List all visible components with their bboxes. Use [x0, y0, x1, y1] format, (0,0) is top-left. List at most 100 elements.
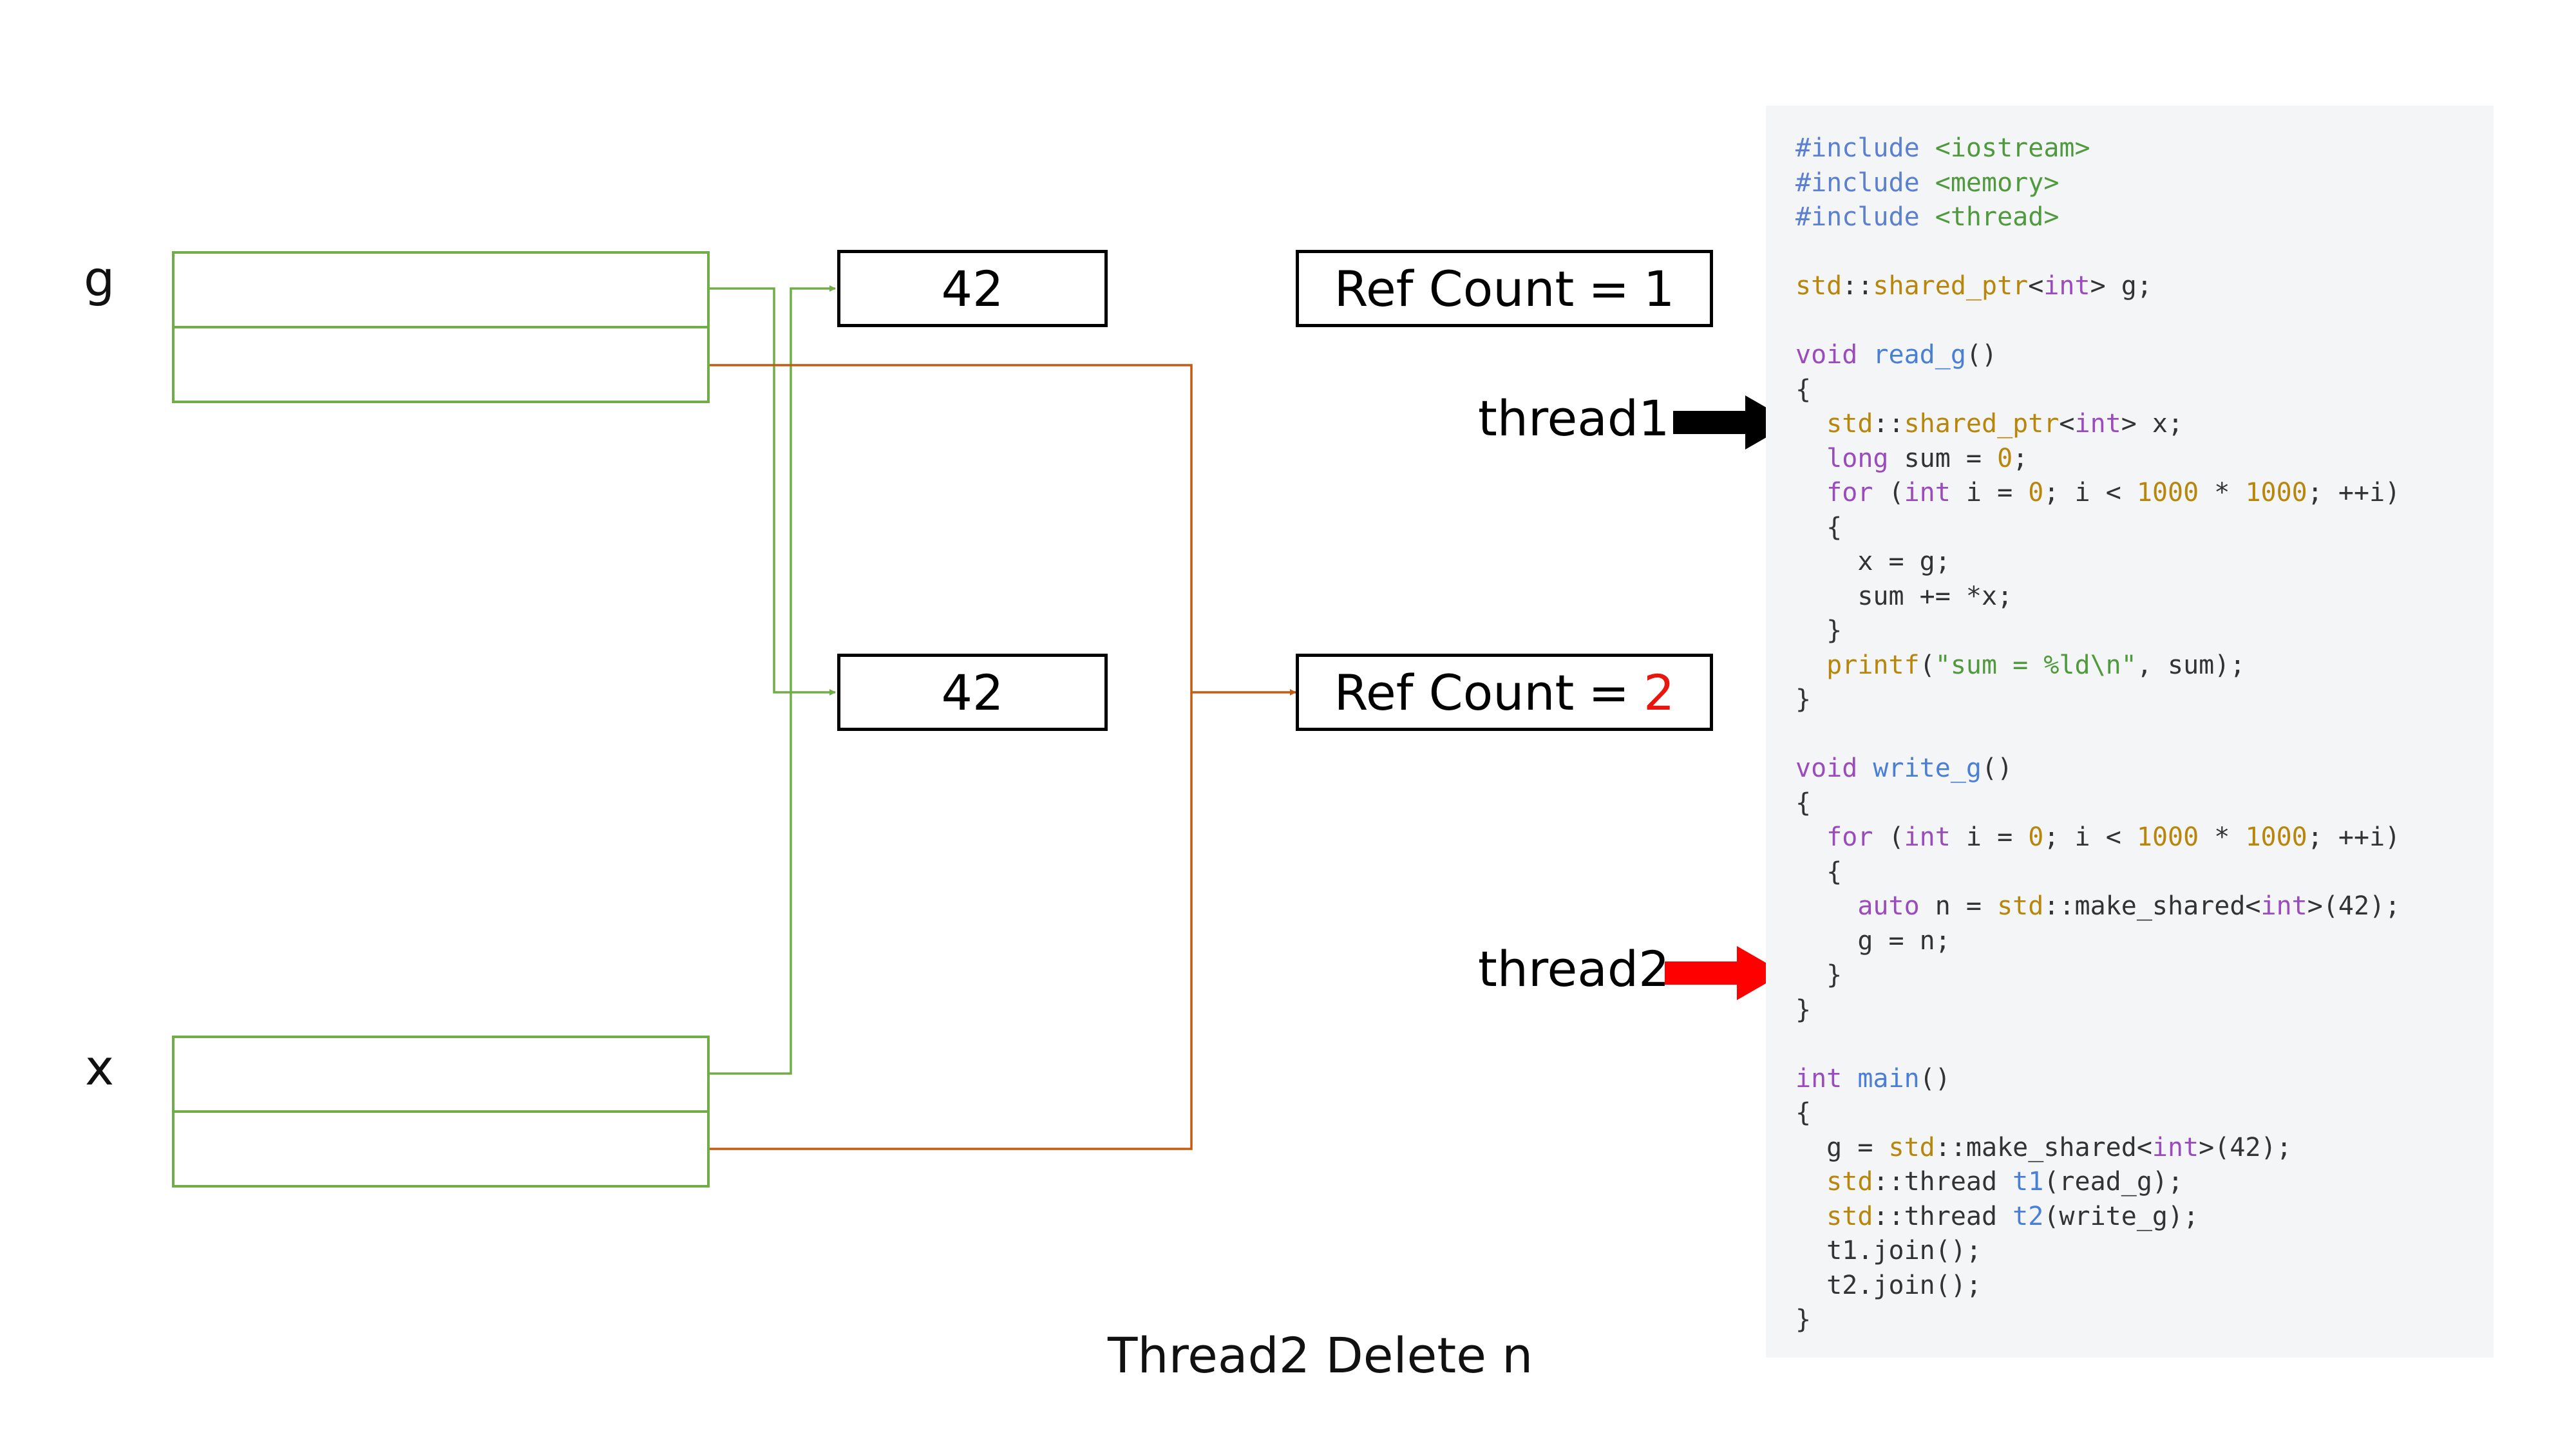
code-token: int — [1904, 822, 1951, 852]
code-line — [1795, 717, 2400, 752]
code-token: g = n; — [1795, 925, 1951, 956]
code-line: g = n; — [1795, 924, 2400, 959]
code-token: ( — [1873, 478, 1904, 507]
code-token: std — [1826, 1167, 1873, 1197]
code-token — [1920, 168, 1935, 198]
code-token: #include — [1795, 167, 1920, 198]
code-token — [1795, 444, 1826, 473]
code-line: } — [1795, 614, 2400, 649]
code-line: std::shared_ptr<int> g; — [1795, 269, 2400, 304]
refcount-top-equals: = — [1588, 260, 1630, 317]
code-line: #include <iostream> — [1795, 131, 2400, 166]
refcount-bottom-count: 2 — [1643, 663, 1675, 721]
code-token: g = — [1795, 1132, 1889, 1162]
code-token: t1 — [2012, 1167, 2044, 1197]
code-token: for — [1826, 478, 1873, 507]
code-token — [1795, 891, 1857, 921]
code-token: #include — [1795, 133, 1920, 163]
thread1-arrow-icon — [1673, 395, 1792, 450]
code-line: void read_g() — [1795, 338, 2400, 373]
code-line: std::shared_ptr<int> x; — [1795, 407, 2400, 442]
code-token — [1795, 409, 1826, 439]
code-token: #include — [1795, 202, 1920, 232]
code-token: ; i < — [2043, 822, 2137, 852]
code-line: x = g; — [1795, 545, 2400, 580]
code-token — [1857, 753, 1873, 783]
code-token: ; ++i) — [2307, 478, 2401, 507]
code-token: t1.join(); — [1795, 1236, 1982, 1265]
code-token: { — [1795, 788, 1812, 818]
code-token: } — [1795, 994, 1812, 1025]
code-token: 0 — [2028, 478, 2044, 507]
code-token: void — [1795, 753, 1858, 783]
code-token: ; — [2012, 443, 2029, 473]
code-token: > g; — [2090, 271, 2152, 301]
source-code: #include <iostream>#include <memory>#inc… — [1795, 131, 2400, 1338]
code-token — [1795, 478, 1826, 507]
code-token: x = g; — [1795, 547, 1951, 576]
code-token: } — [1795, 685, 1812, 714]
code-line: printf("sum = %ld\n", sum); — [1795, 649, 2400, 683]
code-line: int main() — [1795, 1062, 2400, 1097]
code-token: void — [1795, 340, 1858, 370]
refcount-top-prefix: Ref Count — [1334, 260, 1575, 317]
code-token — [1920, 202, 1935, 232]
code-line — [1795, 1027, 2400, 1062]
code-token: printf — [1826, 650, 1920, 680]
code-line: { — [1795, 855, 2400, 890]
code-token: * — [2199, 822, 2246, 852]
code-panel: #include <iostream>#include <memory>#inc… — [1766, 106, 2494, 1358]
code-line: { — [1795, 1096, 2400, 1131]
code-token — [1795, 1167, 1826, 1197]
code-token: ::thread — [1873, 1167, 2013, 1197]
code-token: 1000 — [2245, 478, 2307, 507]
x-data-wire — [708, 285, 836, 1075]
code-token: ( — [1919, 650, 1935, 680]
code-token: i = — [1950, 822, 2029, 852]
code-token — [1795, 650, 1826, 680]
code-token: 1000 — [2136, 822, 2199, 852]
code-token: int — [2260, 891, 2307, 921]
code-token — [1857, 340, 1873, 370]
g-data-pointer-cell — [172, 251, 710, 328]
code-token: main — [1857, 1063, 1920, 1094]
code-token: :: — [1842, 271, 1873, 301]
g-control-pointer-cell — [172, 326, 710, 403]
code-line: void write_g() — [1795, 752, 2400, 786]
code-line: } — [1795, 958, 2400, 993]
code-token: sum += *x; — [1795, 581, 2013, 611]
code-line: std::thread t2(write_g); — [1795, 1200, 2400, 1235]
code-token: for — [1826, 822, 1873, 852]
code-token: 0 — [1997, 443, 2013, 473]
code-token: { — [1795, 857, 1842, 887]
code-token: std — [1997, 891, 2044, 921]
code-token: () — [1982, 753, 2013, 783]
code-token: std — [1826, 409, 1873, 439]
code-token: std — [1888, 1132, 1935, 1162]
thread2-arrow-icon — [1665, 946, 1784, 1000]
code-line: sum += *x; — [1795, 580, 2400, 614]
code-token: "sum = %ld\n" — [1935, 650, 2137, 680]
value-bottom-text: 42 — [941, 663, 1004, 721]
code-line: #include <memory> — [1795, 166, 2400, 201]
code-token: } — [1795, 960, 1842, 990]
code-line: for (int i = 0; i < 1000 * 1000; ++i) — [1795, 820, 2400, 855]
code-line: { — [1795, 373, 2400, 408]
code-token: std — [1795, 271, 1842, 301]
code-token: () — [1965, 340, 1998, 370]
code-line: } — [1795, 1303, 2400, 1338]
x-data-pointer-cell — [172, 1036, 710, 1113]
code-token: * — [2199, 478, 2246, 507]
code-line: t1.join(); — [1795, 1234, 2400, 1269]
refcount-box-top: Ref Count = 1 — [1296, 250, 1713, 327]
code-line: g = std::make_shared<int>(42); — [1795, 1131, 2400, 1166]
code-line: } — [1795, 993, 2400, 1028]
code-token: , sum); — [2136, 650, 2246, 680]
code-token: ( — [1873, 822, 1904, 852]
x-control-pointer-cell — [172, 1110, 710, 1188]
code-token: n = — [1919, 891, 1998, 921]
g-control-wire — [708, 364, 1296, 696]
code-token: < — [2059, 409, 2075, 439]
value-box-top: 42 — [837, 250, 1108, 327]
